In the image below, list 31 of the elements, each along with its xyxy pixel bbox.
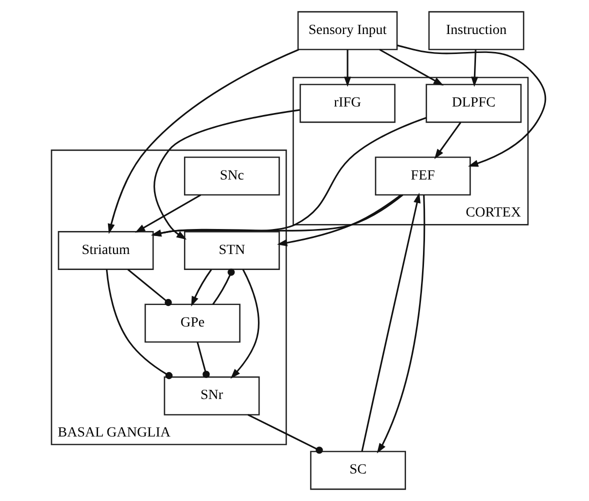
node-box: rIFG [299,84,395,123]
arrow [276,194,401,246]
connector [105,269,172,380]
node-box: Striatum [57,231,154,270]
arrow [150,117,426,237]
connector [126,268,172,306]
connector [247,414,322,454]
node-box: Instruction [428,11,524,50]
arrow [470,50,478,87]
connector [196,342,210,378]
arrow [107,48,299,234]
arrow [134,194,201,233]
node-box: GPe [144,304,240,343]
arrow [150,194,403,237]
arrow [360,192,420,452]
arrow [396,44,546,167]
arrow [376,194,425,454]
node-box: STN [183,231,280,270]
node-box: FEF [374,156,470,196]
connector [212,268,234,305]
node-box: SNr [163,376,260,416]
arrow [190,269,212,307]
arrow [344,50,351,87]
arrow [434,122,461,160]
node-box: DLPFC [425,84,522,123]
arrow [378,48,444,86]
node-box: SC [310,450,406,490]
node-box: Sensory Input [296,11,398,50]
arrow [230,269,259,379]
node-box: SNc [183,156,280,196]
arrow [153,109,300,240]
